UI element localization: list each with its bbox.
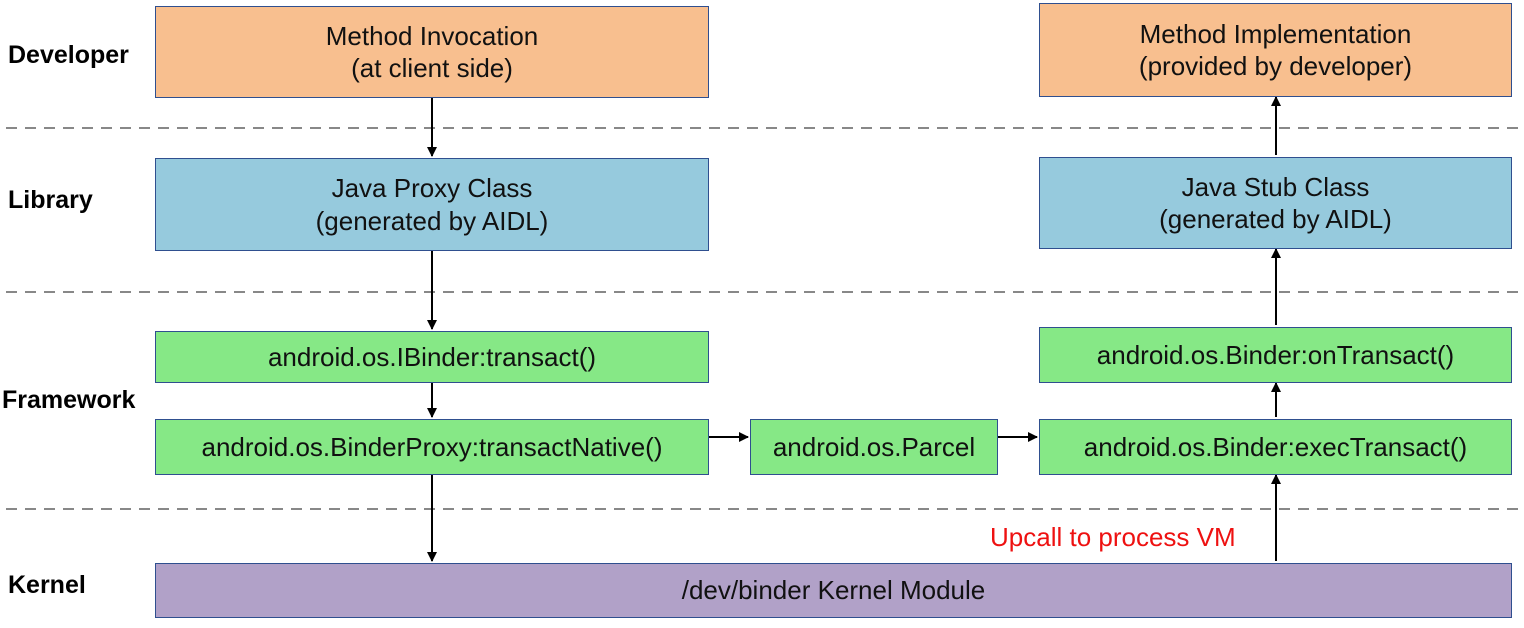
java-stub-class-subtitle: (generated by AIDL) <box>1159 204 1392 234</box>
java-proxy-class-box: Java Proxy Class (generated by AIDL) <box>155 158 709 251</box>
kernel-module-label: /dev/binder Kernel Module <box>681 575 986 606</box>
method-implementation-subtitle: (provided by developer) <box>1138 51 1413 81</box>
layer-label-framework: Framework <box>2 386 136 414</box>
binder-ontransact-label: android.os.Binder:onTransact() <box>1096 339 1455 370</box>
java-proxy-class-title: Java Proxy Class <box>331 173 533 203</box>
java-stub-class-title: Java Stub Class <box>1181 171 1370 202</box>
kernel-module-box: /dev/binder Kernel Module <box>155 563 1512 618</box>
method-invocation-subtitle: (at client side) <box>351 53 513 83</box>
method-invocation-box: Method Invocation (at client side) <box>155 6 709 98</box>
binder-exectransact-label: android.os.Binder:execTransact() <box>1083 431 1468 462</box>
parcel-box: android.os.Parcel <box>750 419 998 475</box>
binderproxy-transactnative-label: android.os.BinderProxy:transactNative() <box>201 431 663 462</box>
parcel-label: android.os.Parcel <box>772 431 976 462</box>
ibinder-transact-label: android.os.IBinder:transact() <box>267 341 597 372</box>
layer-label-library: Library <box>8 186 93 214</box>
layer-label-kernel: Kernel <box>8 571 86 599</box>
ibinder-transact-box: android.os.IBinder:transact() <box>155 331 709 383</box>
java-stub-class-box: Java Stub Class (generated by AIDL) <box>1039 157 1512 249</box>
java-proxy-class-subtitle: (generated by AIDL) <box>315 205 549 236</box>
layer-label-developer: Developer <box>8 41 129 69</box>
method-implementation-title: Method Implementation <box>1139 18 1412 49</box>
binderproxy-transactnative-box: android.os.BinderProxy:transactNative() <box>155 419 709 475</box>
upcall-note: Upcall to process VM <box>990 522 1236 552</box>
binder-ontransact-box: android.os.Binder:onTransact() <box>1039 327 1512 383</box>
method-invocation-title: Method Invocation <box>325 20 539 51</box>
binder-exectransact-box: android.os.Binder:execTransact() <box>1039 419 1512 475</box>
method-implementation-box: Method Implementation (provided by devel… <box>1039 3 1512 97</box>
